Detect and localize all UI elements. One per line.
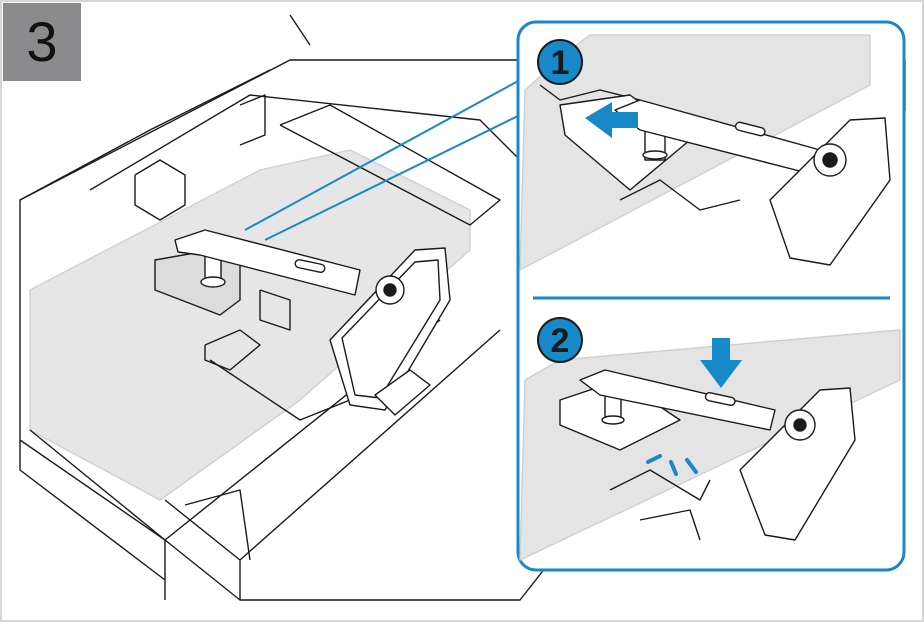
inset-1-drawing (519, 34, 891, 271)
click-marks-icon (646, 454, 698, 476)
step-number-badge: 3 (3, 3, 81, 81)
callout-lines (244, 79, 521, 241)
substep-1-badge: 1 (537, 39, 583, 85)
press-down-arrow-icon (700, 338, 742, 388)
push-arrow-icon (585, 102, 638, 138)
substep-2-badge: 2 (537, 317, 583, 363)
substep-1-number: 1 (551, 44, 570, 82)
inset-2-drawing (519, 329, 901, 561)
substep-2-number: 2 (551, 322, 570, 360)
stand-illustration (154, 229, 451, 416)
